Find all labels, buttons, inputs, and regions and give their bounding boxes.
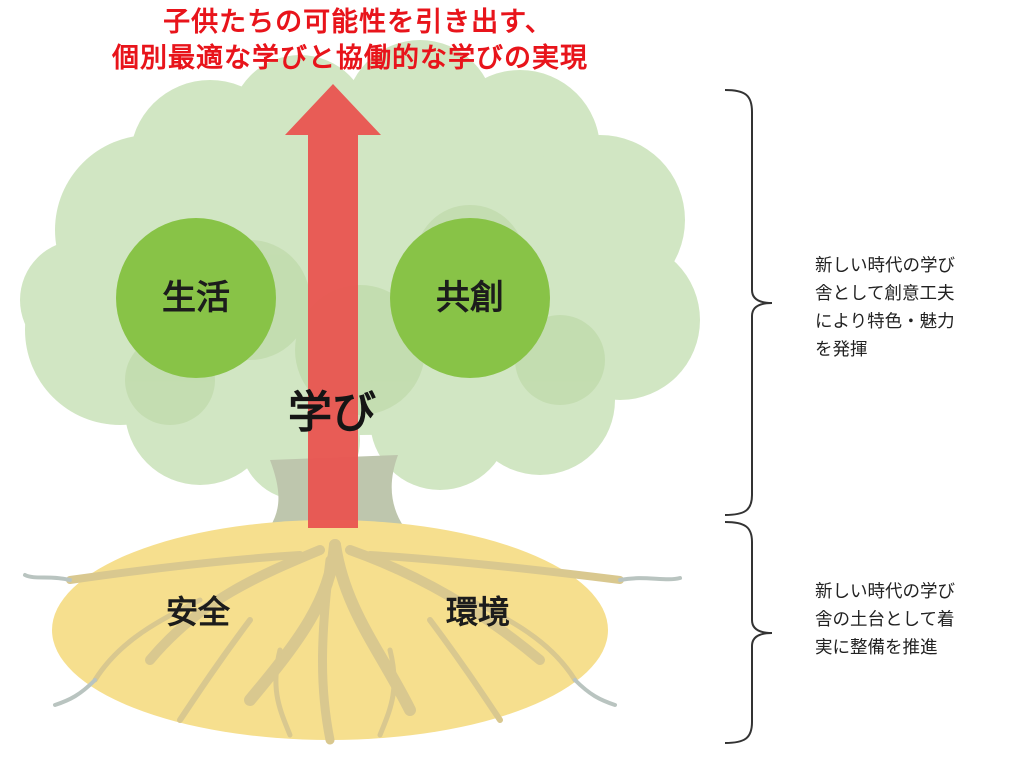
brace-upper [724, 89, 773, 516]
circle-left [116, 218, 276, 378]
roots [66, 539, 624, 745]
root-left-label: 安全 [165, 593, 230, 631]
root-right-label: 環境 [445, 593, 510, 631]
note-lower: 新しい時代の学び 舎の土台として着 実に整備を推進 [815, 578, 1015, 662]
headline-line-2: 個別最適な学びと協働的な学びの実現 [112, 43, 588, 74]
headline-line-1: 子供たちの可能性を引き出す、 [163, 7, 553, 38]
note-lower-line: 舎の土台として着 [815, 610, 955, 630]
brace-lower [724, 521, 773, 744]
roots-outer [23, 573, 682, 707]
note-upper-line: 新しい時代の学び [815, 256, 955, 276]
note-upper-line: により特色・魅力 [815, 312, 955, 332]
arrow-label: 学び [288, 387, 376, 438]
note-upper-line: を発揮 [815, 340, 868, 360]
growth-arrow [285, 84, 381, 528]
circle-right [390, 218, 550, 378]
note-lower-line: 実に整備を推進 [815, 638, 938, 658]
circle-right-label: 共創 [436, 278, 504, 318]
note-upper-line: 舎として創意工夫 [815, 284, 955, 304]
circle-left-label: 生活 [162, 278, 230, 318]
note-upper: 新しい時代の学び 舎として創意工夫 により特色・魅力 を発揮 [815, 252, 1015, 364]
note-lower-line: 新しい時代の学び [815, 582, 955, 602]
roots-ground [52, 520, 608, 740]
